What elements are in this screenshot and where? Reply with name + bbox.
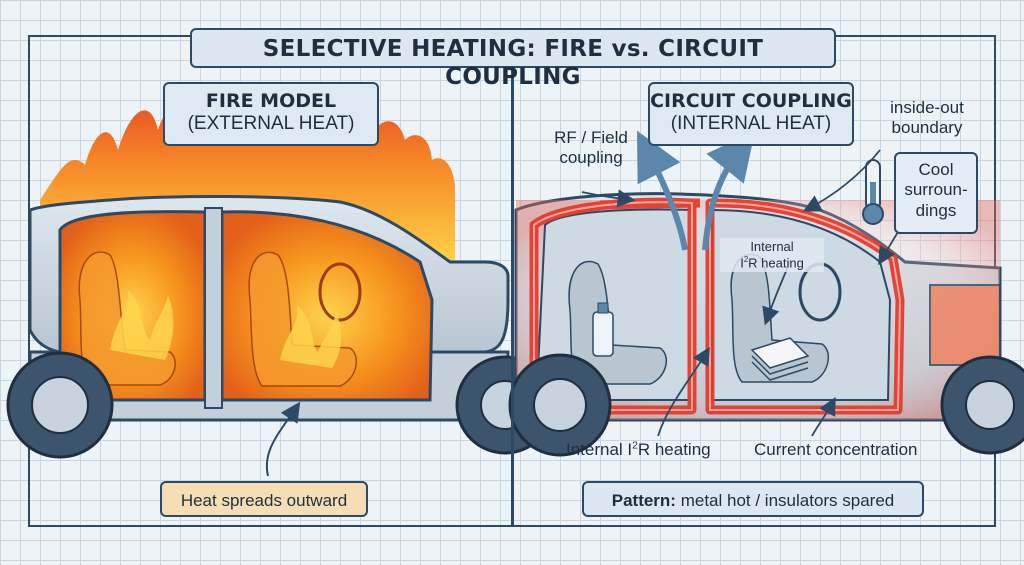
circuit-coupling-title: CIRCUIT COUPLING — [650, 90, 852, 112]
fire-model-heading: FIRE MODEL (EXTERNAL HEAT) — [163, 82, 379, 146]
internal-small-text: Internal — [750, 239, 794, 254]
diagram-title: SELECTIVE HEATING: FIRE vs. CIRCUIT COUP… — [190, 28, 836, 90]
heat-spreads-note: Heat spreads outward — [160, 481, 368, 517]
internal-label-text: Internal I — [566, 440, 633, 459]
paper-stack-icon — [750, 337, 810, 381]
internal-small-text-2: R heating — [748, 254, 804, 270]
internal-label-text-2: R heating — [637, 440, 711, 459]
current-concentration-label: Current concentration — [754, 440, 918, 459]
fire-model-title: FIRE MODEL — [205, 90, 337, 112]
circuit-coupling-heading: CIRCUIT COUPLING (INTERNAL HEAT) — [648, 82, 854, 146]
thermometer-icon — [862, 159, 884, 225]
inside-out-boundary-label: inside-out boundary — [890, 98, 964, 138]
fire-car — [6, 95, 555, 477]
fire-model-subtitle: (EXTERNAL HEAT) — [187, 112, 355, 134]
rf-field-coupling-label: RF / Field coupling — [554, 128, 628, 168]
cool-surroundings-label: Cool surroun-dings — [894, 152, 978, 234]
squared-small: 2 — [743, 254, 749, 264]
pattern-note: Pattern: metal hot / insulators spared — [582, 481, 924, 517]
squared: 2 — [632, 440, 638, 452]
internal-heating-label: Internal I2R heating — [566, 440, 711, 460]
circuit-coupling-subtitle: (INTERNAL HEAT) — [670, 112, 832, 134]
panel-divider — [511, 36, 514, 526]
circuit-car — [508, 130, 1024, 457]
pattern-text: metal hot / insulators spared — [680, 491, 895, 510]
water-bottle-icon — [592, 302, 614, 357]
pattern-key: Pattern: — [611, 491, 676, 510]
